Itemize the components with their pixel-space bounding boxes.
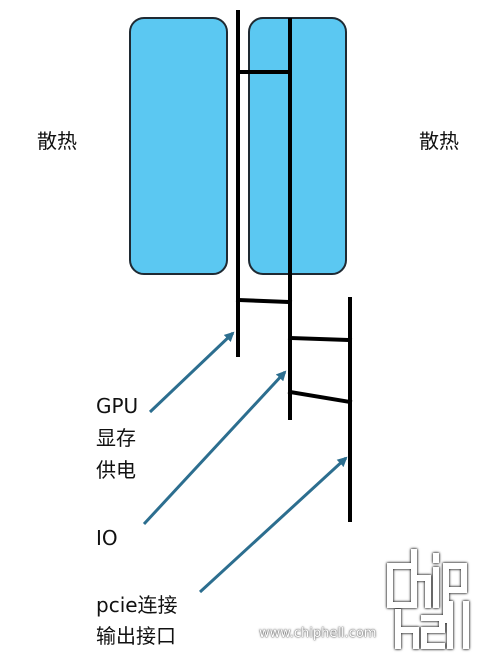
gpu-label-line2: 显存	[96, 426, 136, 450]
gpu-label-line1: GPU	[96, 394, 139, 418]
pcie-arrow	[198, 456, 348, 594]
heat-label-left: 散热	[37, 129, 77, 153]
pcie-label-line2: 输出接口	[96, 624, 176, 648]
chiphell-logo	[387, 549, 469, 649]
gpu-label-line3: 供电	[96, 458, 136, 482]
io-connector-top	[287, 335, 353, 343]
pcie-label-line1: pcie连接	[96, 593, 178, 617]
heatsink-right	[248, 17, 347, 275]
watermark-site: www.chiphell.com	[259, 626, 377, 641]
heat-label-right: 散热	[419, 129, 459, 153]
io-arrow	[142, 370, 287, 526]
io-label: IO	[96, 526, 118, 550]
gpu-connector-bottom	[235, 297, 293, 305]
io-connector-bottom	[287, 389, 353, 405]
gpu-arrow	[148, 331, 235, 414]
heatsink-left	[129, 17, 228, 275]
